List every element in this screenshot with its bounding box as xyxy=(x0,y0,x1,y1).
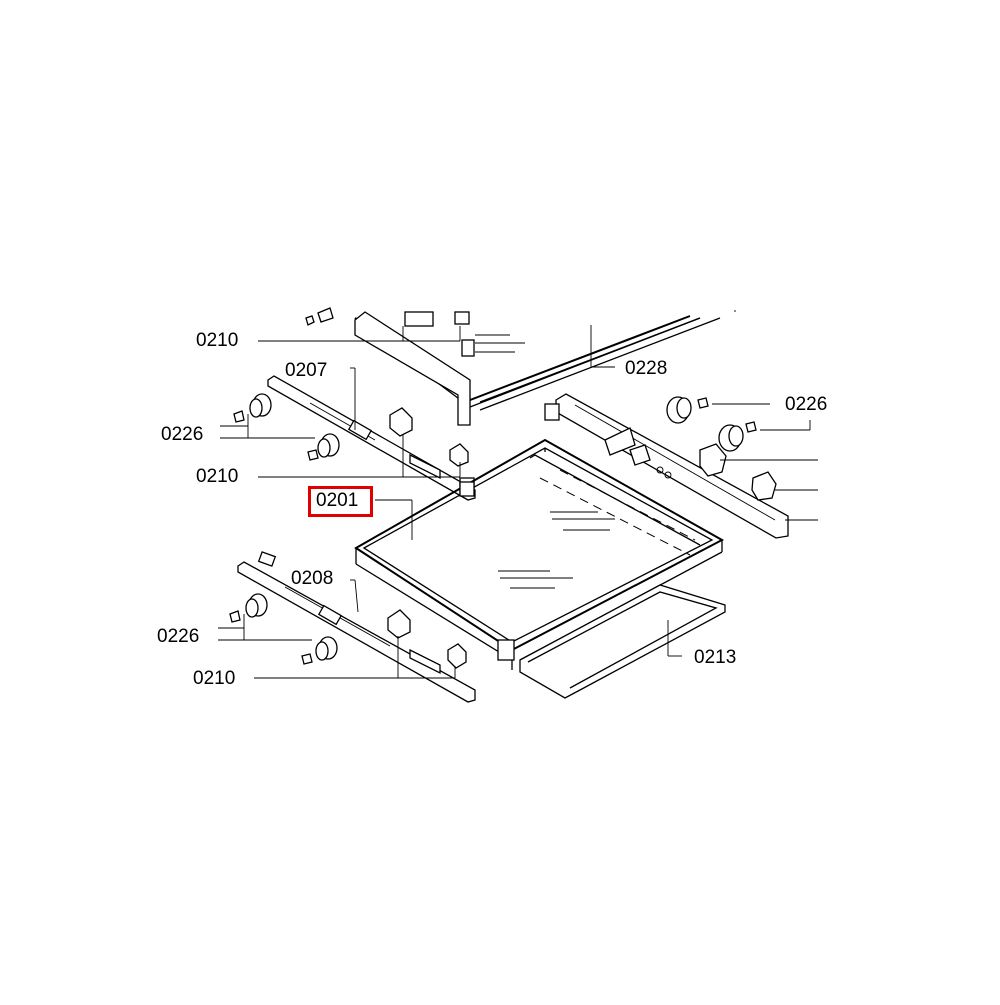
left-rail-0208 xyxy=(237,551,476,703)
part-label-0226-right: 0226 xyxy=(785,394,828,415)
part-label-0213: 0213 xyxy=(694,647,737,668)
lower-tray-0213 xyxy=(519,584,726,699)
bushings-right-0226 xyxy=(666,396,811,452)
glass-shelf-0201 xyxy=(354,438,725,670)
part-label-0226-left-top: 0226 xyxy=(161,424,204,445)
part-label-0210-bottom: 0210 xyxy=(193,668,236,689)
right-rail xyxy=(544,393,818,539)
part-label-0208: 0208 xyxy=(291,568,334,589)
leader-lines xyxy=(218,326,461,679)
part-label-0201: 0201 xyxy=(316,490,359,511)
part-label-0226-left-bottom: 0226 xyxy=(157,626,200,647)
highlight-box-0201 xyxy=(308,486,373,517)
part-label-0210-top: 0210 xyxy=(196,330,239,351)
part-label-0210-mid: 0210 xyxy=(196,466,239,487)
upper-shelf-0228 xyxy=(305,307,736,426)
part-label-0207: 0207 xyxy=(285,360,328,381)
part-label-0228: 0228 xyxy=(625,358,668,379)
bushings-left-top-0226 xyxy=(233,393,340,461)
bushings-left-bottom-0226 xyxy=(229,593,338,665)
